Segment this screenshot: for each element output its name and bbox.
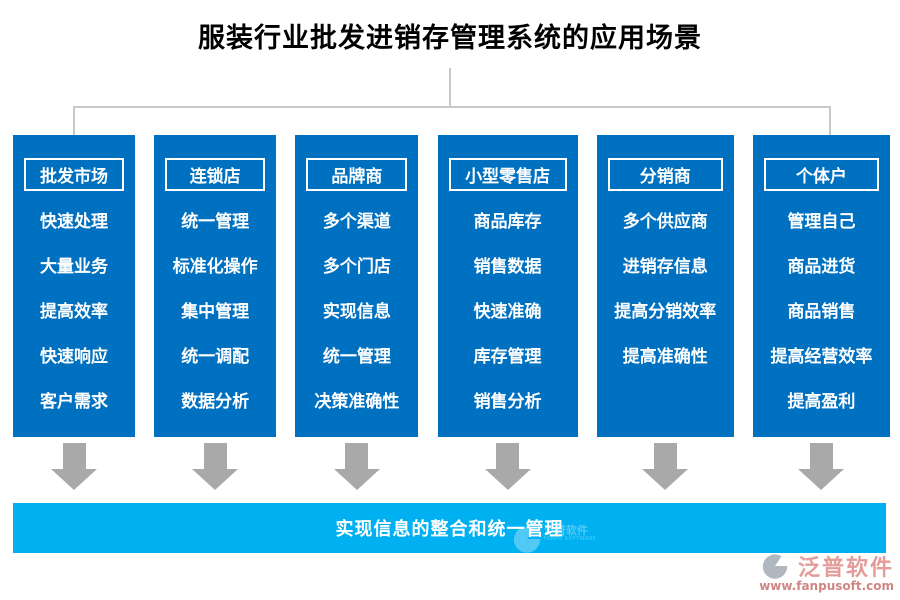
column-items: 快速处理大量业务提高效率快速响应客户需求 (13, 197, 135, 422)
connector-line-horizontal (73, 106, 831, 108)
column-item: 提高经营效率 (770, 347, 873, 367)
column-item: 快速处理 (40, 212, 108, 232)
scenario-column-body: 个体户 管理自己商品进货商品销售提高经营效率提高盈利 (752, 135, 890, 437)
column-header-label: 分销商 (639, 167, 691, 187)
column-item: 销售分析 (473, 392, 542, 412)
down-arrow-icon (798, 443, 845, 490)
column-item: 提高效率 (40, 302, 108, 322)
column-item: 客户需求 (40, 392, 108, 412)
page-title: 服装行业批发进销存管理系统的应用场景 (198, 23, 702, 54)
footer-brand-url: www.fanpusoft.com (759, 579, 894, 593)
scenario-column-body: 连锁店 统一管理标准化操作集中管理统一调配数据分析 (154, 135, 277, 437)
scenario-column-body: 分销商 多个供应商进销存信息提高分销效率提高准确性 (596, 135, 734, 437)
down-arrow-icon (642, 443, 689, 490)
column-item: 标准化操作 (172, 257, 258, 277)
column-header-label: 个体户 (795, 167, 847, 187)
down-arrow-icon (51, 443, 97, 490)
column-item: 集中管理 (181, 302, 250, 322)
column-header-box: 批发市场 (24, 158, 124, 191)
scenario-column: 批发市场 快速处理大量业务提高效率快速响应客户需求 (13, 135, 135, 490)
column-items: 统一管理标准化操作集中管理统一调配数据分析 (154, 197, 276, 422)
column-item: 统一调配 (181, 347, 250, 367)
column-item: 统一管理 (181, 212, 250, 232)
column-header-label: 批发市场 (40, 167, 108, 187)
column-header-label: 连锁店 (189, 167, 241, 187)
summary-banner: 泛普软件 FANPU SOFTWARE 实现信息的整合和统一管理 (13, 503, 886, 553)
column-item: 多个门店 (322, 257, 391, 277)
footer-brand-name: 泛普软件 (797, 556, 894, 581)
fanpu-swoosh-icon (513, 526, 541, 553)
column-item: 数据分析 (181, 392, 250, 412)
fanpu-watermark: 泛普软件 FANPU SOFTWARE (513, 524, 597, 553)
column-items: 管理自己商品进货商品销售提高经营效率提高盈利 (753, 197, 890, 422)
column-item: 管理自己 (787, 212, 856, 232)
column-item: 商品库存 (473, 212, 542, 232)
column-item: 库存管理 (473, 347, 542, 367)
scenario-column: 小型零售店 商品库存销售数据快速准确库存管理销售分析 (437, 135, 578, 490)
column-header-box: 品牌商 (306, 158, 408, 191)
column-item: 快速准确 (473, 302, 542, 322)
scenario-column: 连锁店 统一管理标准化操作集中管理统一调配数据分析 (154, 135, 277, 490)
scenario-column: 分销商 多个供应商进销存信息提高分销效率提高准确性 (596, 135, 734, 490)
column-item: 统一管理 (322, 347, 391, 367)
column-item: 销售数据 (473, 257, 542, 277)
scenario-column-body: 批发市场 快速处理大量业务提高效率快速响应客户需求 (13, 135, 135, 437)
column-item: 决策准确性 (314, 392, 400, 412)
column-item: 多个渠道 (322, 212, 391, 232)
column-item: 实现信息 (322, 302, 391, 322)
column-item: 大量业务 (40, 257, 108, 277)
column-item: 快速响应 (40, 347, 108, 367)
scenario-column: 品牌商 多个渠道多个门店实现信息统一管理决策准确性 (295, 135, 419, 490)
column-header-box: 分销商 (607, 158, 723, 191)
scenario-column-body: 品牌商 多个渠道多个门店实现信息统一管理决策准确性 (295, 135, 419, 437)
columns-row: 批发市场 快速处理大量业务提高效率快速响应客户需求 连锁店 统一管理标准化操作集… (13, 135, 890, 490)
column-header-box: 小型零售店 (448, 158, 567, 191)
column-item: 商品销售 (787, 302, 856, 322)
watermark-brand: 泛普软件 (544, 524, 588, 537)
connector-line-vertical-center (449, 68, 451, 107)
down-arrow-icon (192, 443, 239, 490)
scenario-column-body: 小型零售店 商品库存销售数据快速准确库存管理销售分析 (437, 135, 578, 437)
column-item: 多个供应商 (622, 212, 708, 232)
column-items: 商品库存销售数据快速准确库存管理销售分析 (438, 197, 578, 422)
column-header-box: 连锁店 (165, 158, 266, 191)
column-item: 提高盈利 (787, 392, 856, 412)
column-items: 多个渠道多个门店实现信息统一管理决策准确性 (295, 197, 418, 422)
column-header-box: 个体户 (763, 158, 879, 191)
column-item: 商品进货 (787, 257, 856, 277)
column-header-label: 小型零售店 (465, 167, 551, 187)
footer-brand: 泛普软件 www.fanpusoft.com (759, 550, 896, 596)
down-arrow-icon (333, 443, 380, 490)
summary-banner-label: 实现信息的整合和统一管理 (335, 519, 564, 540)
column-header-label: 品牌商 (331, 167, 383, 187)
down-arrow-icon (484, 443, 531, 490)
column-item: 提高分销效率 (614, 302, 717, 322)
connector-line-drop-left (73, 106, 75, 136)
column-item: 提高准确性 (622, 347, 708, 367)
fanpu-logo-icon (762, 554, 788, 579)
connector-line-drop-right (829, 106, 831, 136)
scenario-column: 个体户 管理自己商品进货商品销售提高经营效率提高盈利 (752, 135, 890, 490)
column-item: 进销存信息 (622, 257, 708, 277)
watermark-subtext: FANPU SOFTWARE (544, 536, 597, 543)
column-items: 多个供应商进销存信息提高分销效率提高准确性 (597, 197, 734, 377)
